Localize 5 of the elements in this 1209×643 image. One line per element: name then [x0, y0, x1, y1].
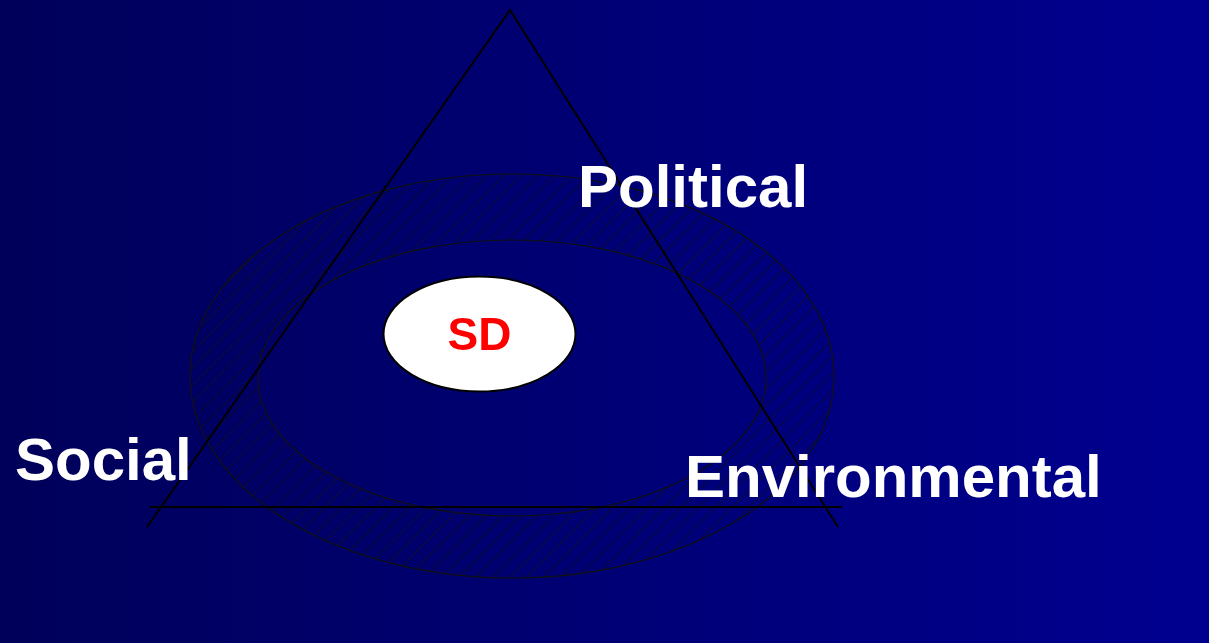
node-label: SD — [447, 311, 512, 357]
dimension-label: Social — [15, 430, 192, 490]
ellipse-node — [382, 275, 577, 393]
dimension-label: Environmental — [685, 447, 1102, 507]
dimension-label: Political — [578, 157, 809, 217]
